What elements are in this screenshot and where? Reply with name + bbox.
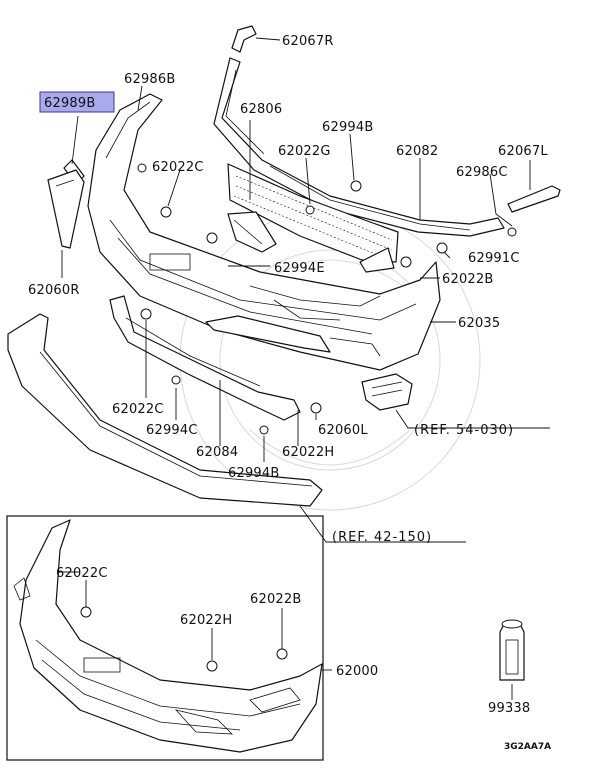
label-62989B[interactable]: 62989B (44, 96, 95, 111)
label-62060L: 62060L (318, 423, 368, 438)
part-main-bumper (87, 93, 441, 371)
label-62022C-mid: 62022C (112, 402, 164, 417)
part-center-bracket (227, 211, 277, 253)
label-62994B-top: 62994B (322, 120, 373, 135)
part-62067L (507, 185, 561, 213)
label-62986B: 62986B (124, 72, 175, 87)
label-62084: 62084 (196, 445, 238, 460)
label-62082: 62082 (396, 144, 438, 159)
label-99338: 99338 (488, 701, 530, 716)
inset-assembled-bumper (6, 515, 324, 761)
part-labels: 62067R 62986B 62989B 62806 62994B 62022G… (28, 34, 551, 752)
label-62067R: 62067R (282, 34, 334, 49)
part-62060L-cover (361, 373, 413, 411)
label-62067L: 62067L (498, 144, 548, 159)
label-62022H-mid: 62022H (282, 445, 334, 460)
label-62022C-top: 62022C (152, 160, 204, 175)
label-62022G: 62022G (278, 144, 331, 159)
label-62022B-inset: 62022B (250, 592, 301, 607)
highlight-62989B (39, 91, 115, 113)
label-62986C: 62986C (456, 165, 508, 180)
part-under-spoiler (7, 313, 323, 507)
label-62994B-bot: 62994B (228, 466, 279, 481)
watermark-emblem (179, 209, 481, 511)
part-62060R (47, 169, 85, 249)
part-62084 (109, 295, 301, 421)
label-62994E: 62994E (274, 261, 325, 276)
part-99338-tube (499, 619, 525, 681)
leader-lines (56, 37, 550, 700)
label-62000: 62000 (336, 664, 378, 679)
part-62035 (205, 315, 331, 353)
label-ref-54-030: (REF. 54-030) (414, 423, 514, 438)
label-62022B-mid: 62022B (442, 272, 493, 287)
label-ref-42-150: (REF. 42-150) (332, 530, 432, 545)
fasteners (137, 163, 517, 435)
label-62060R: 62060R (28, 283, 80, 298)
diagram-code: 3G2AA7A (504, 742, 551, 752)
label-62806: 62806 (240, 102, 282, 117)
label-62994C: 62994C (146, 423, 198, 438)
part-62067R (231, 25, 257, 53)
label-62035: 62035 (458, 316, 500, 331)
part-62082-rail (213, 57, 505, 237)
label-62991C: 62991C (468, 251, 520, 266)
label-62022H-inset: 62022H (180, 613, 232, 628)
label-62022C-inset: 62022C (56, 566, 108, 581)
